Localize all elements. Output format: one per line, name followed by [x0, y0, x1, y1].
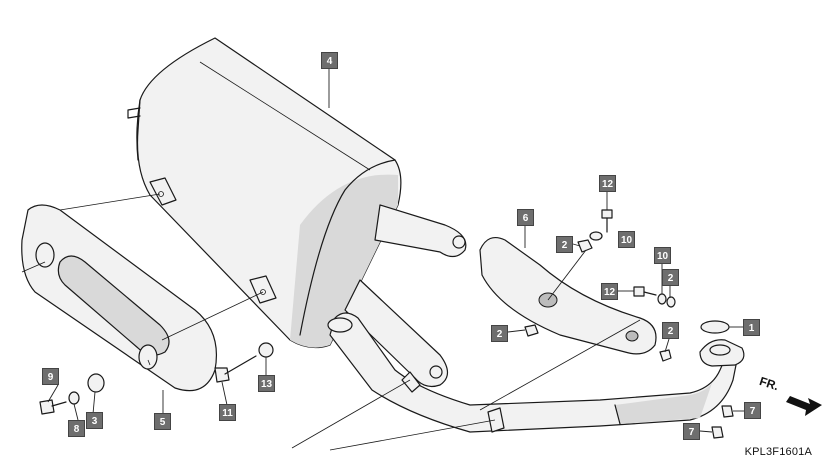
diagram-code: KPL3F1601A	[744, 446, 812, 458]
callout-6: 6	[517, 209, 534, 226]
callout-12-top: 12	[599, 175, 616, 192]
callout-10-right: 10	[654, 247, 671, 264]
callout-1: 1	[743, 319, 760, 336]
callout-10-upper: 10	[618, 231, 635, 248]
callout-4: 4	[321, 52, 338, 69]
callout-7-lower: 7	[683, 423, 700, 440]
callout-2-upper: 2	[556, 236, 573, 253]
callout-3: 3	[86, 412, 103, 429]
callout-7-right: 7	[744, 402, 761, 419]
callout-9: 9	[42, 368, 59, 385]
muffler-protector	[21, 204, 218, 392]
gasket	[700, 320, 730, 334]
front-arrow-icon	[786, 396, 822, 416]
callout-8: 8	[68, 420, 85, 437]
callout-12-right: 12	[601, 283, 618, 300]
callout-2-lower: 2	[662, 322, 679, 339]
callout-13: 13	[258, 375, 275, 392]
callout-11: 11	[219, 404, 236, 421]
muffler	[127, 37, 467, 388]
callout-2-right: 2	[662, 269, 679, 286]
exhaust-pipe	[327, 312, 745, 433]
callout-2-left: 2	[491, 325, 508, 342]
callout-5: 5	[154, 413, 171, 430]
